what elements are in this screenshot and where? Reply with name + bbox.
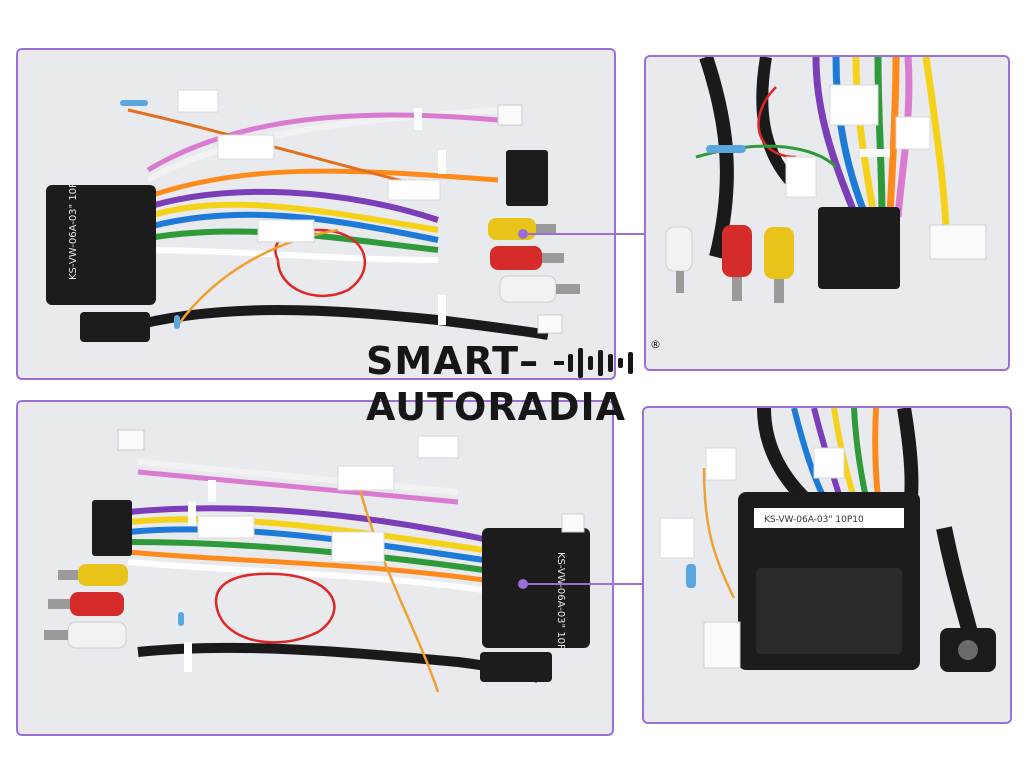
harness-label-top: KS-VW-06A-03" 10P10 [68,169,79,280]
harness-label-zoom: KS-VW-06A-03" 10P10 [764,515,864,525]
leader-dot-top [518,229,528,239]
smart-autoradia-logo: SMART– ® AUTORADIA [366,336,666,432]
brand-line-1: SMART– [366,339,540,383]
harness-label-bottom: KS-VW-06A-03" 10P10 [555,552,566,663]
brand-line-2: AUTORADIA [366,385,627,429]
photo-rca-zoom [644,55,1010,371]
photo-harness-top: KS-VW-06A-03" 10P10 [16,48,616,380]
soundwave-icon [554,348,633,378]
photo-harness-bottom: KS-VW-06A-03" 10P10 [16,400,614,736]
registered-mark: ® [650,338,661,351]
leader-dot-bottom [518,579,528,589]
photo-connector-zoom: KS-VW-06A-03" 10P10 [642,406,1012,724]
